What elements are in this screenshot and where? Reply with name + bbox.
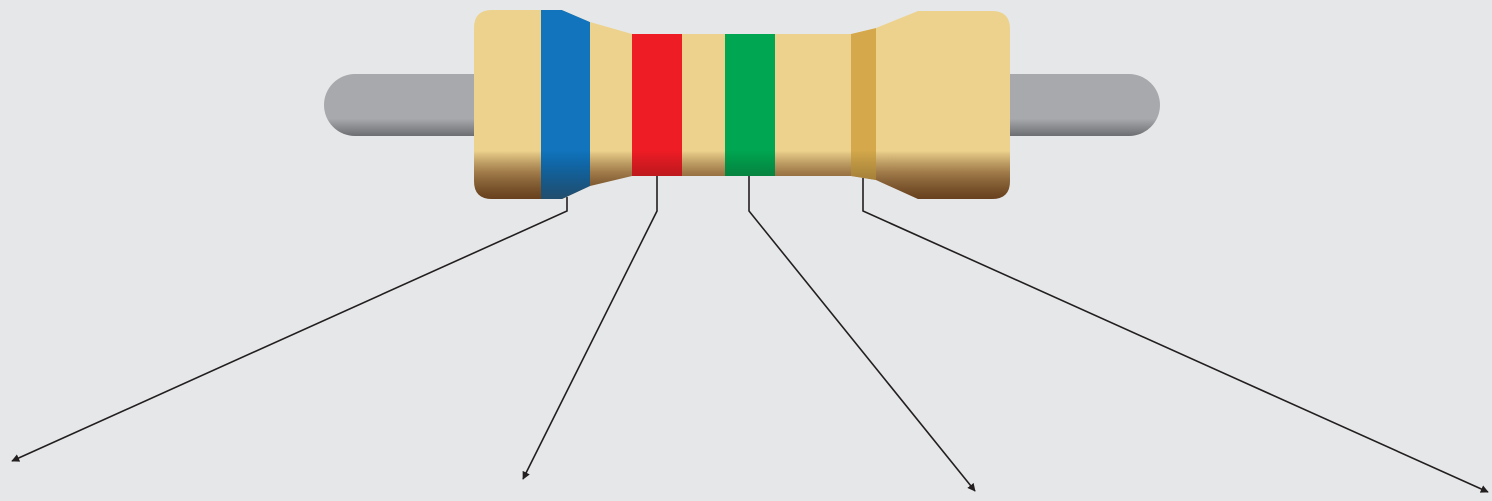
pointer-green-band	[748, 176, 976, 492]
pointer-blue-band	[11, 197, 568, 462]
pointer-lines	[11, 176, 1489, 493]
band-green	[725, 34, 775, 176]
right-lead	[966, 74, 1160, 136]
pointer-gold-band	[862, 178, 1489, 493]
pointer-red-band	[522, 176, 658, 480]
band-gold	[851, 28, 876, 180]
band-blue	[541, 10, 590, 199]
left-lead	[324, 74, 514, 136]
band-red	[632, 34, 682, 176]
